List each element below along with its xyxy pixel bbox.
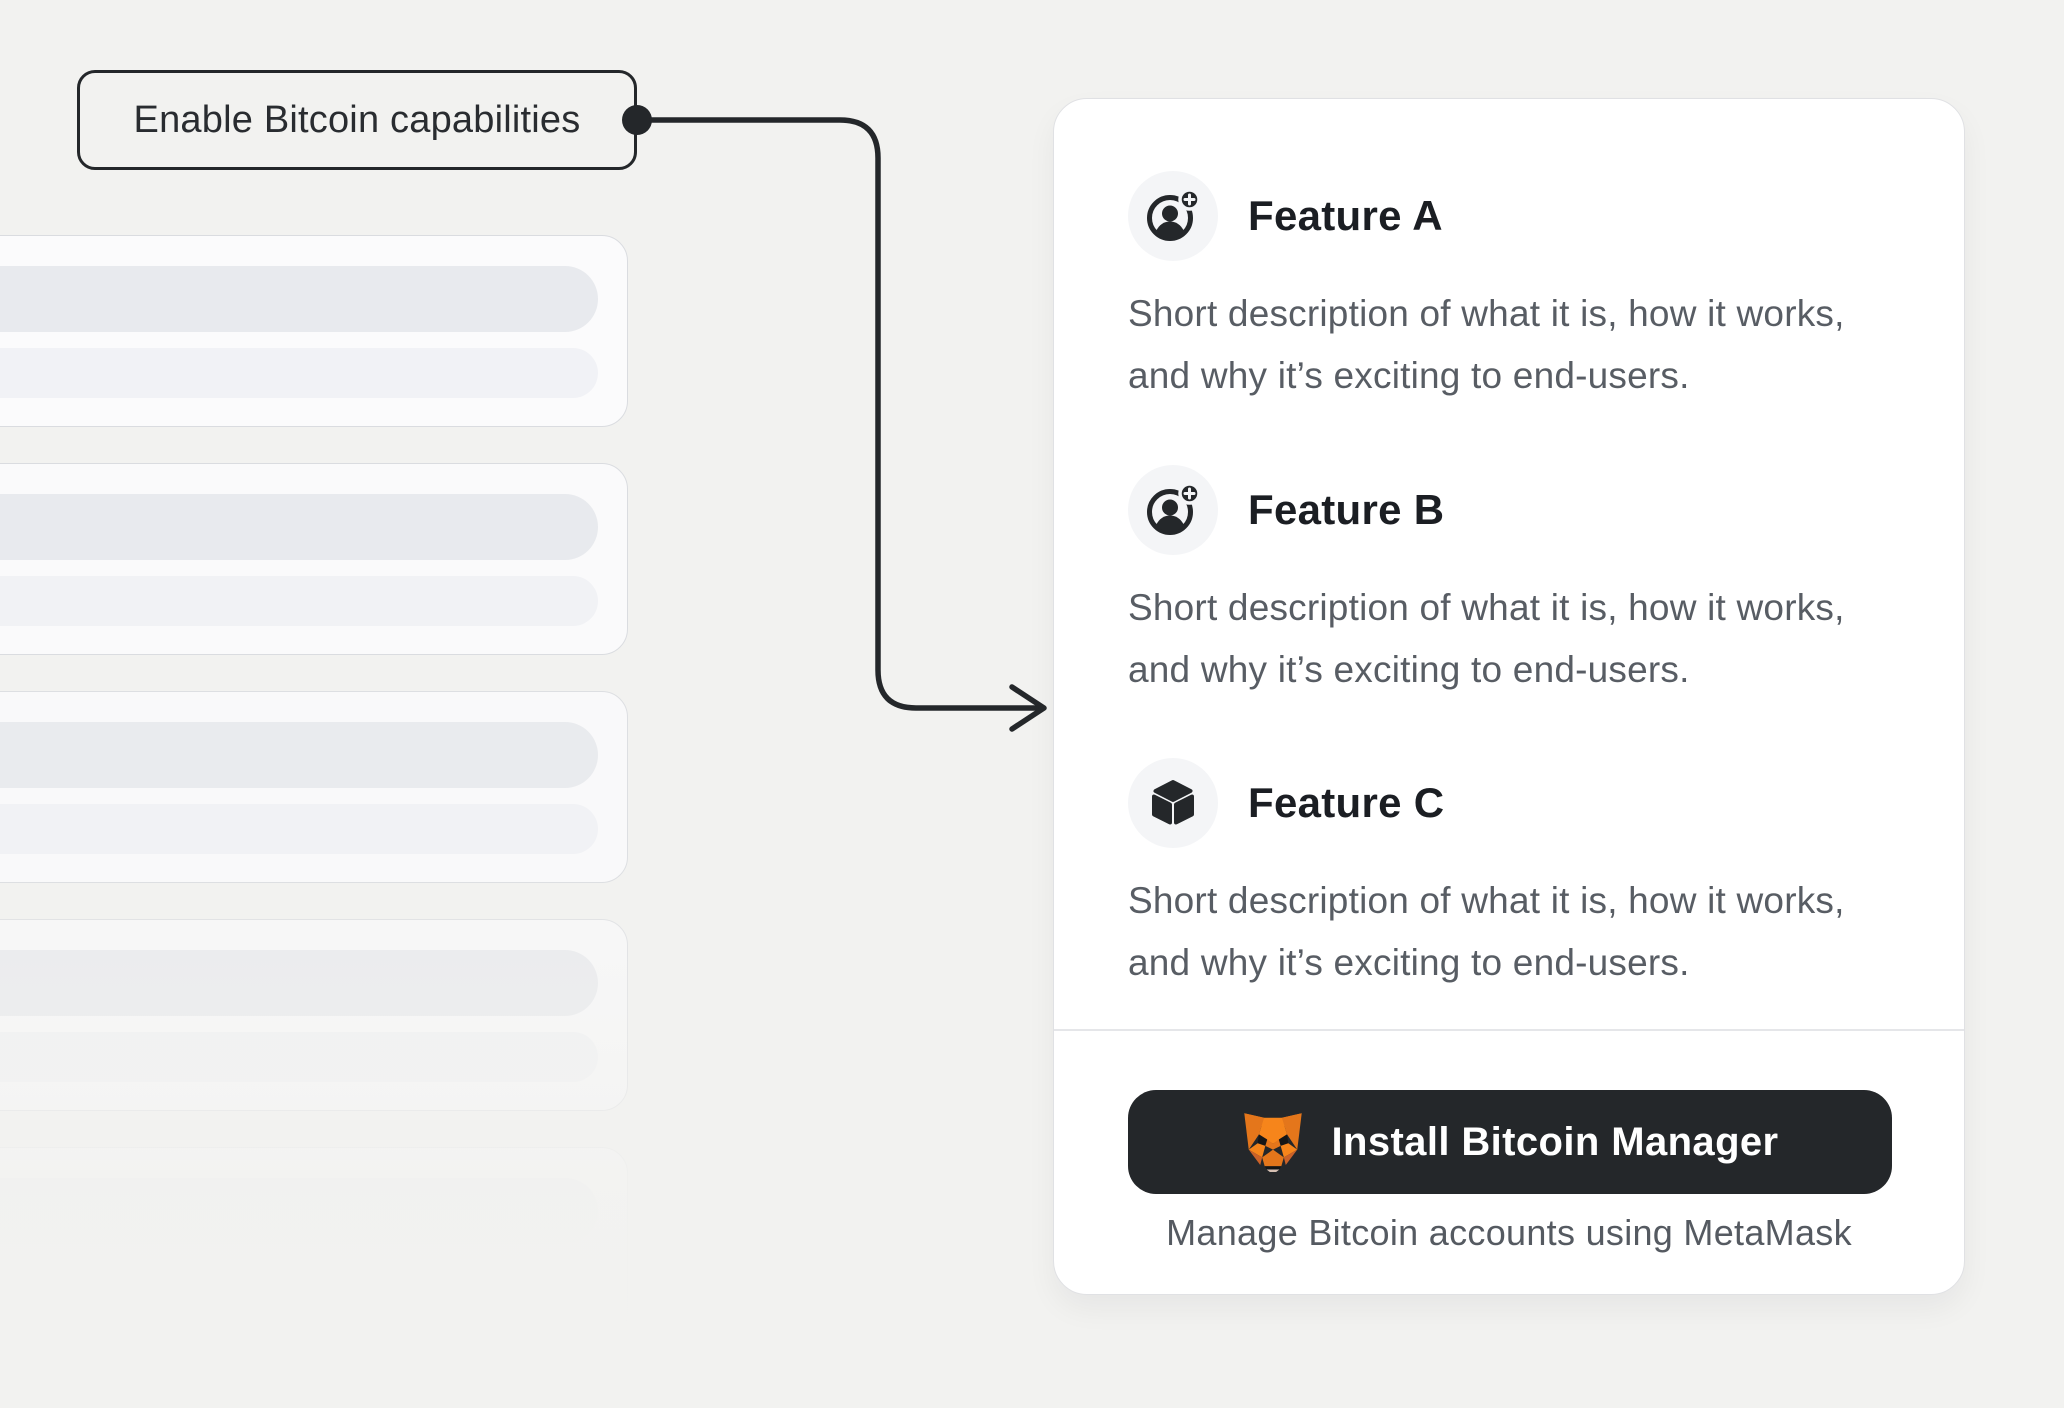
skeleton-bar [0,804,598,854]
install-bitcoin-manager-button[interactable]: Install Bitcoin Manager [1128,1090,1892,1194]
skeleton-card [0,919,628,1111]
icon-circle [1128,465,1218,555]
skeleton-bar [0,1260,598,1310]
skeleton-bar [0,576,598,626]
skeleton-list [0,0,740,1408]
skeleton-bar [0,1032,598,1082]
cube-icon [1152,780,1194,825]
skeleton-bar [0,950,598,1016]
icon-circle [1128,758,1218,848]
annotation-label: Enable Bitcoin capabilities [77,70,637,170]
annotation-label-text: Enable Bitcoin capabilities [133,98,581,141]
skeleton-bar [0,1178,598,1244]
skeleton-card [0,235,628,427]
button-caption: Manage Bitcoin accounts using MetaMask [1166,1212,1852,1253]
arrowhead-icon [1009,684,1047,732]
feature-item-a: Feature A Short description of what it i… [1128,171,1898,407]
feature-description: Short description of what it is, how it … [1128,587,1845,690]
user-add-icon [1147,482,1201,535]
feature-description: Short description of what it is, how it … [1128,293,1845,396]
feature-title: Feature C [1248,779,1445,826]
skeleton-card [0,691,628,883]
feature-item-b: Feature B Short description of what it i… [1128,465,1898,701]
metamask-fox-icon [1244,1113,1303,1172]
feature-a-header: Feature A [1128,171,1898,261]
skeleton-bar [0,266,598,332]
feature-c-header: Feature C [1128,758,1898,848]
icon-circle [1128,171,1218,261]
skeleton-bar [0,494,598,560]
skeleton-bar [0,348,598,398]
skeleton-card [0,1147,628,1339]
feature-b-header: Feature B [1128,465,1898,555]
skeleton-card [0,463,628,655]
skeleton-bar [0,722,598,788]
feature-title: Feature A [1248,192,1443,239]
feature-description: Short description of what it is, how it … [1128,880,1845,983]
feature-card: Feature A Short description of what it i… [1053,98,1965,1295]
user-add-icon [1147,188,1201,241]
feature-item-c: Feature C Short description of what it i… [1128,758,1898,994]
install-button-label: Install Bitcoin Manager [1331,1119,1779,1164]
feature-title: Feature B [1248,486,1445,533]
card-divider [1054,1029,1964,1031]
